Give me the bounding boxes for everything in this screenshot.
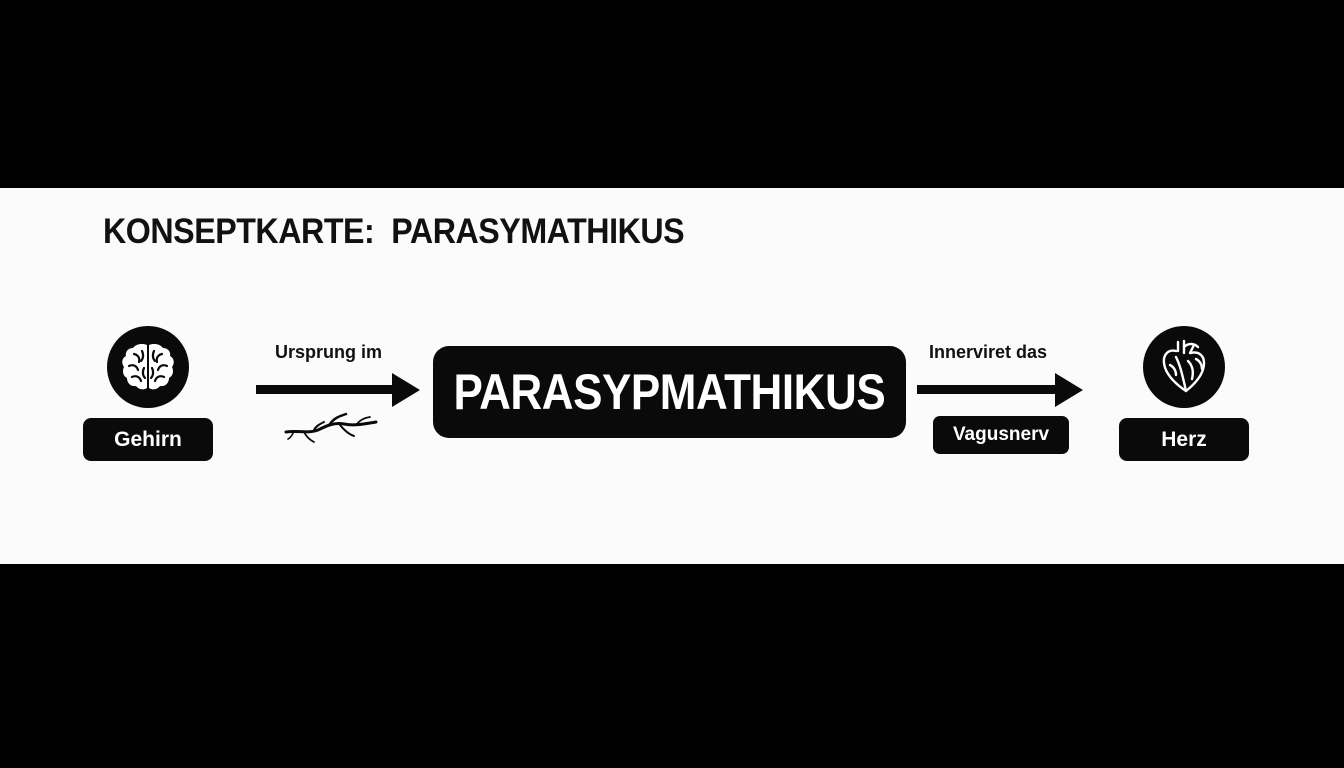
node-source-text: Gehirn — [114, 427, 182, 451]
node-target-text: Herz — [1161, 427, 1207, 451]
brain-icon-graphic — [122, 344, 174, 390]
concept-map-panel: KONSEPTKARTE: PARASYMATHIKUS Gehirn — [0, 188, 1344, 564]
edge-right-sublabel: Vagusnerv — [933, 416, 1069, 454]
diagram-title: KONSEPTKARTE: PARASYMATHIKUS — [103, 212, 685, 251]
node-source-label: Gehirn — [83, 418, 213, 461]
edge-right-label: Innerviret das — [929, 342, 1048, 362]
node-target-label: Herz — [1119, 418, 1249, 461]
edge-right-sublabel-text: Vagusnerv — [952, 424, 1050, 445]
letterbox-bottom — [0, 564, 1344, 768]
heart-icon-graphic — [1162, 339, 1206, 393]
heart-icon — [1143, 326, 1225, 408]
central-node-label: PARASYPMATHIKUS — [453, 364, 886, 420]
edge-right-arrow — [917, 373, 1083, 407]
brain-icon — [107, 326, 189, 408]
letterbox-top — [0, 0, 1344, 188]
nerve-icon — [284, 412, 378, 443]
edge-left-arrow — [256, 373, 420, 407]
central-node: PARASYPMATHIKUS — [433, 346, 906, 438]
edge-left-label: Ursprung im — [275, 342, 383, 362]
